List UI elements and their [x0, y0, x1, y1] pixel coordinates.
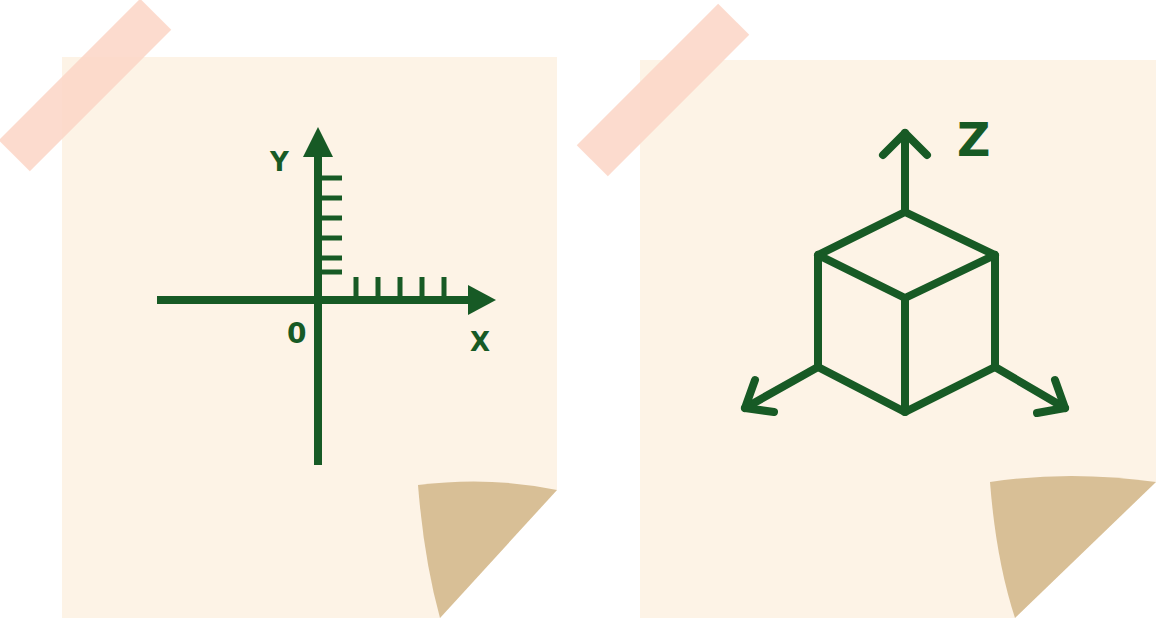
cube-icon [745, 133, 1065, 413]
curled-corner [418, 481, 557, 618]
axis-label: Z [957, 117, 990, 163]
axis-label: Y [270, 149, 289, 175]
axis-label: 0 [287, 320, 306, 348]
tape [0, 0, 171, 171]
x-ticks [356, 277, 444, 300]
tape [577, 4, 750, 177]
sticky-note [62, 57, 557, 618]
axis-label: X [470, 329, 490, 355]
arrowhead [303, 127, 333, 157]
sticky-note [640, 60, 1156, 618]
axes [157, 150, 478, 465]
arrowhead [468, 285, 496, 315]
curled-corner [990, 476, 1156, 618]
y-ticks [318, 178, 342, 272]
